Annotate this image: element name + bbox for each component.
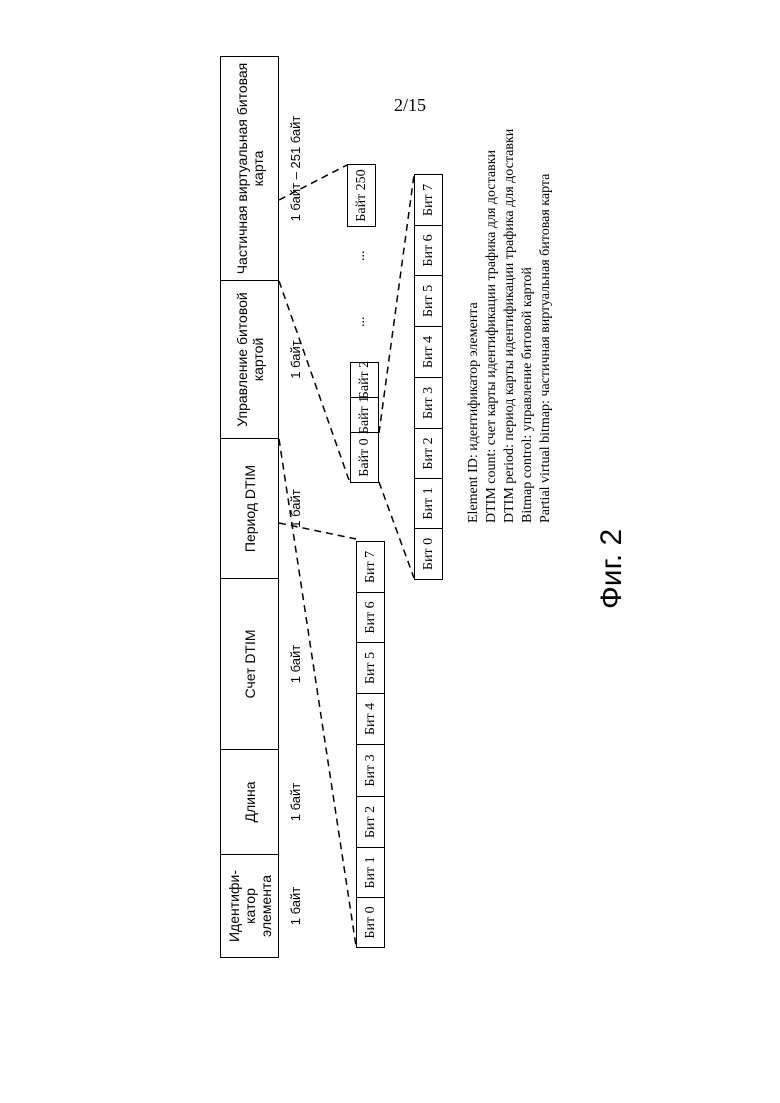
connector-pvb-to-byte250 (279, 165, 347, 200)
legend-element-id: Element ID: идентификатор элемента (465, 302, 482, 523)
connector-bitmap-control-to-bit0 (279, 439, 356, 946)
connector-byte0-to-bit0 (379, 482, 414, 578)
connector-pvb-to-byte0 (279, 281, 350, 483)
legend-dtim-period: DTIM period: период карты идентификации … (501, 129, 518, 523)
legend-bitmap-control: Bitmap control: управление битовой карто… (519, 267, 536, 523)
legend-partial-virtual-bitmap: Partial virtual bitmap: частичная виртуа… (537, 174, 554, 523)
connector-byte1-to-bit7 (379, 175, 414, 433)
legend-dtim-count: DTIM count: счет карты идентификации тра… (483, 150, 500, 523)
connector-dtim-period-to-bit7 (279, 523, 356, 539)
figure-caption: Фиг. 2 (595, 529, 629, 609)
